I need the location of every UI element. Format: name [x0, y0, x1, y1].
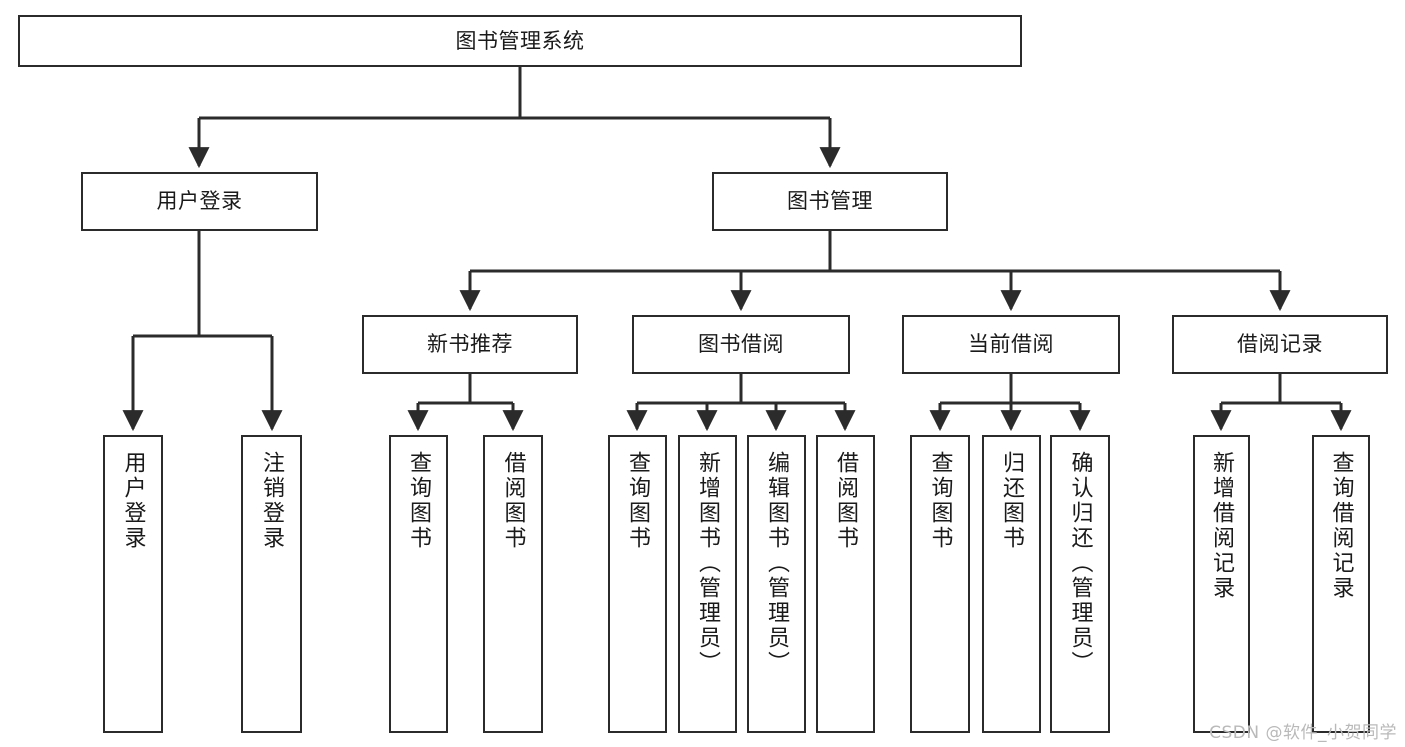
node-user-login-label: 用户登录: [156, 189, 243, 214]
node-book-borrow[interactable]: 图书借阅: [632, 315, 850, 374]
node-leaf-logout-label: 注销登录: [259, 451, 285, 551]
node-root-label: 图书管理系统: [455, 28, 585, 53]
node-leaf-confirm-return[interactable]: 确认归还（管理员）: [1050, 435, 1110, 733]
node-current-borrow-label: 当前借阅: [968, 332, 1054, 357]
node-leaf-return-book[interactable]: 归还图书: [982, 435, 1041, 733]
node-borrow-record-label: 借阅记录: [1237, 332, 1323, 357]
node-leaf-query-book-3-label: 查询图书: [927, 451, 953, 551]
node-leaf-borrow-book-1[interactable]: 借阅图书: [483, 435, 543, 733]
node-book-manage-label: 图书管理: [787, 189, 873, 214]
node-leaf-query-record-label: 查询借阅记录: [1328, 451, 1354, 601]
node-book-borrow-label: 图书借阅: [698, 332, 784, 357]
node-leaf-borrow-book-2[interactable]: 借阅图书: [816, 435, 875, 733]
node-leaf-query-book-1-label: 查询图书: [406, 451, 432, 551]
node-leaf-user-login-label: 用户登录: [120, 451, 146, 551]
node-leaf-add-book[interactable]: 新增图书（管理员）: [678, 435, 737, 733]
node-leaf-query-record[interactable]: 查询借阅记录: [1312, 435, 1370, 733]
node-leaf-borrow-book-2-label: 借阅图书: [833, 451, 859, 551]
node-leaf-query-book-2[interactable]: 查询图书: [608, 435, 667, 733]
node-borrow-record[interactable]: 借阅记录: [1172, 315, 1388, 374]
node-leaf-add-record-label: 新增借阅记录: [1209, 451, 1235, 601]
node-new-book-rec-label: 新书推荐: [427, 332, 513, 357]
node-book-manage[interactable]: 图书管理: [712, 172, 948, 231]
node-leaf-add-book-label: 新增图书（管理员）: [695, 451, 721, 676]
node-leaf-return-book-label: 归还图书: [999, 451, 1025, 551]
node-leaf-add-record[interactable]: 新增借阅记录: [1193, 435, 1250, 733]
node-leaf-edit-book-label: 编辑图书（管理员）: [764, 451, 790, 676]
node-leaf-user-login[interactable]: 用户登录: [103, 435, 163, 733]
csdn-watermark: CSDN @软件_小贺同学: [1209, 723, 1397, 743]
node-user-login[interactable]: 用户登录: [81, 172, 318, 231]
node-leaf-query-book-1[interactable]: 查询图书: [389, 435, 448, 733]
node-leaf-borrow-book-1-label: 借阅图书: [500, 451, 526, 551]
node-leaf-logout[interactable]: 注销登录: [241, 435, 302, 733]
node-leaf-query-book-3[interactable]: 查询图书: [910, 435, 970, 733]
node-leaf-query-book-2-label: 查询图书: [625, 451, 651, 551]
node-current-borrow[interactable]: 当前借阅: [902, 315, 1120, 374]
node-leaf-confirm-return-label: 确认归还（管理员）: [1067, 451, 1093, 676]
node-root[interactable]: 图书管理系统: [18, 15, 1022, 67]
node-new-book-rec[interactable]: 新书推荐: [362, 315, 578, 374]
node-leaf-edit-book[interactable]: 编辑图书（管理员）: [747, 435, 806, 733]
